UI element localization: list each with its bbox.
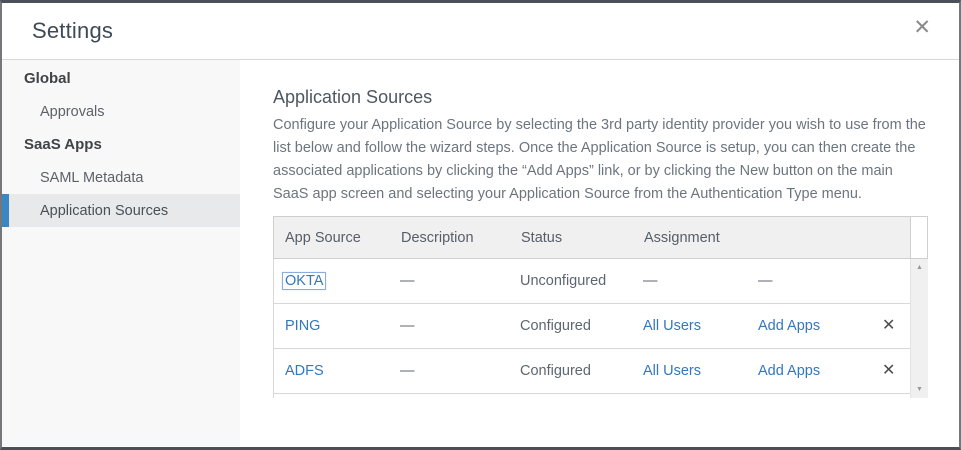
table-row-ping: PING — Configured All Users Add Apps ✕ — [274, 304, 910, 349]
sidebar-item-application-sources[interactable]: Application Sources — [2, 194, 240, 227]
add-apps-link[interactable]: Add Apps — [758, 363, 821, 379]
status-cell: Unconfigured — [520, 273, 607, 289]
main-content: Application Sources Configure your Appli… — [240, 60, 959, 446]
app-source-link-adfs[interactable]: ADFS — [285, 363, 324, 379]
table-scrollbar[interactable]: ▲ ▼ — [911, 216, 928, 398]
assignment-cell: — — [643, 273, 658, 289]
column-header-app-source: App Source — [285, 229, 361, 246]
sidebar-item-saml-metadata[interactable]: SAML Metadata — [40, 169, 144, 186]
add-apps-link[interactable]: Add Apps — [758, 318, 821, 334]
app-sources-table: App Source Description Status Assignment… — [273, 216, 928, 398]
page-title: Application Sources — [273, 87, 433, 107]
close-icon[interactable]: ✕ — [913, 16, 931, 39]
table-body: OKTA — Unconfigured — — PING — Configure… — [273, 259, 911, 398]
status-cell: Configured — [520, 363, 591, 379]
description-cell: — — [400, 273, 415, 289]
app-source-link-okta[interactable]: OKTA — [282, 272, 327, 290]
dialog-body: Global Approvals SaaS Apps SAML Metadata… — [2, 60, 959, 446]
remove-row-icon[interactable]: ✕ — [882, 317, 896, 334]
description-cell: — — [400, 363, 415, 379]
table-header-row: App Source Description Status Assignment — [273, 216, 911, 259]
remove-row-icon[interactable]: ✕ — [882, 362, 896, 379]
scroll-down-icon[interactable]: ▼ — [916, 386, 923, 393]
status-cell: Configured — [520, 318, 591, 334]
action-cell: — — [758, 273, 773, 289]
table-row-adfs: ADFS — Configured All Users Add Apps ✕ — [274, 349, 910, 394]
sidebar-item-approvals[interactable]: Approvals — [40, 103, 105, 120]
sidebar: Global Approvals SaaS Apps SAML Metadata… — [2, 60, 240, 446]
scrollbar-header-spacer — [911, 216, 928, 259]
app-source-link-ping[interactable]: PING — [285, 318, 321, 334]
sidebar-section-saas-apps: SaaS Apps — [24, 136, 102, 153]
dialog-title: Settings — [32, 18, 114, 43]
scroll-up-icon[interactable]: ▲ — [916, 264, 923, 271]
description-cell: — — [400, 318, 415, 334]
assignment-link-all-users[interactable]: All Users — [643, 363, 702, 379]
table-row-okta: OKTA — Unconfigured — — — [274, 259, 910, 304]
focused-link-ring: OKTA — [282, 272, 327, 290]
column-header-description: Description — [401, 229, 474, 246]
column-header-status: Status — [521, 229, 563, 246]
scrollbar-track[interactable]: ▲ ▼ — [911, 259, 928, 398]
page-description: Configure your Application Source by sel… — [273, 117, 926, 202]
sidebar-section-global: Global — [24, 70, 71, 87]
column-header-assignment: Assignment — [644, 229, 720, 246]
assignment-link-all-users[interactable]: All Users — [643, 318, 702, 334]
dialog-header: Settings ✕ — [2, 3, 959, 60]
